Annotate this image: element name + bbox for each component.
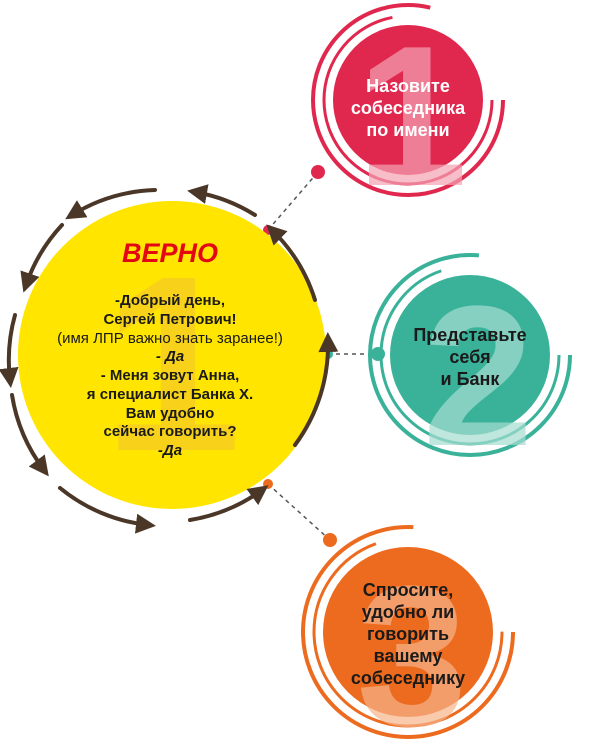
connector-3	[267, 483, 331, 541]
dialogue-line: сейчас говорить?	[103, 423, 237, 441]
cycle-arrow	[293, 332, 339, 447]
step-1-number: 1	[356, 5, 467, 228]
dialogue-line: -Добрый день,	[115, 292, 225, 309]
step-2-connector-dot	[371, 347, 385, 361]
dialogue-reply: -Да	[157, 442, 183, 459]
step-3: 3	[301, 525, 515, 751]
connector-dot-main-3	[263, 479, 273, 489]
step-1: 1	[311, 3, 505, 228]
cycle-arrow	[20, 223, 64, 293]
verdict-label: ВЕРНО	[121, 238, 219, 268]
main-circle	[18, 201, 326, 509]
cycle-arrow	[266, 224, 317, 302]
step-2-ring-outer	[368, 253, 572, 457]
cycle-arrow	[65, 188, 157, 220]
cycle-arrows	[0, 184, 339, 534]
cycle-arrow	[187, 184, 257, 217]
step-1-connector-dot	[311, 165, 325, 179]
dialogue-line: Сергей Петрович!	[103, 310, 237, 328]
step-3-connector-dot	[323, 533, 337, 547]
dialogue-note: (имя ЛПР важно знать заранее!)	[57, 329, 283, 347]
step-2-number: 2	[422, 265, 533, 488]
step-1-label: Назовите собеседника по имени	[350, 76, 466, 140]
step-1-circle	[333, 25, 483, 175]
dialogue-text: -Добрый день, Сергей Петрович! (имя ЛПР …	[30, 292, 310, 461]
connector-1	[267, 171, 319, 231]
step-3-circle	[323, 547, 493, 717]
step-3-ring-inner	[312, 536, 504, 728]
step-1-ring-outer	[311, 3, 505, 197]
cycle-arrow	[188, 485, 269, 522]
dialogue-line: - Меня зовут Анна,	[100, 367, 240, 384]
dialogue-line: я специалист Банка X.	[86, 385, 254, 403]
cycle-arrow	[58, 486, 156, 534]
step-1-ring-inner	[322, 14, 494, 186]
dialogue-reply: - Да	[155, 348, 185, 366]
step-2-circle	[390, 275, 550, 435]
step-3-number: 3	[356, 545, 467, 751]
step-2-label: Представьте себя и Банк	[413, 325, 527, 389]
main-watermark: 1	[102, 224, 241, 503]
main-circle-group: 1	[18, 201, 326, 509]
cycle-arrow	[10, 393, 49, 477]
step-3-ring-outer	[301, 525, 515, 739]
step-3-label: Спросите, удобно ли говорить вашему собе…	[350, 580, 466, 688]
step-2: 2	[368, 253, 572, 488]
cycle-arrow	[0, 313, 19, 388]
dialogue-line: Вам удобно	[125, 404, 215, 422]
